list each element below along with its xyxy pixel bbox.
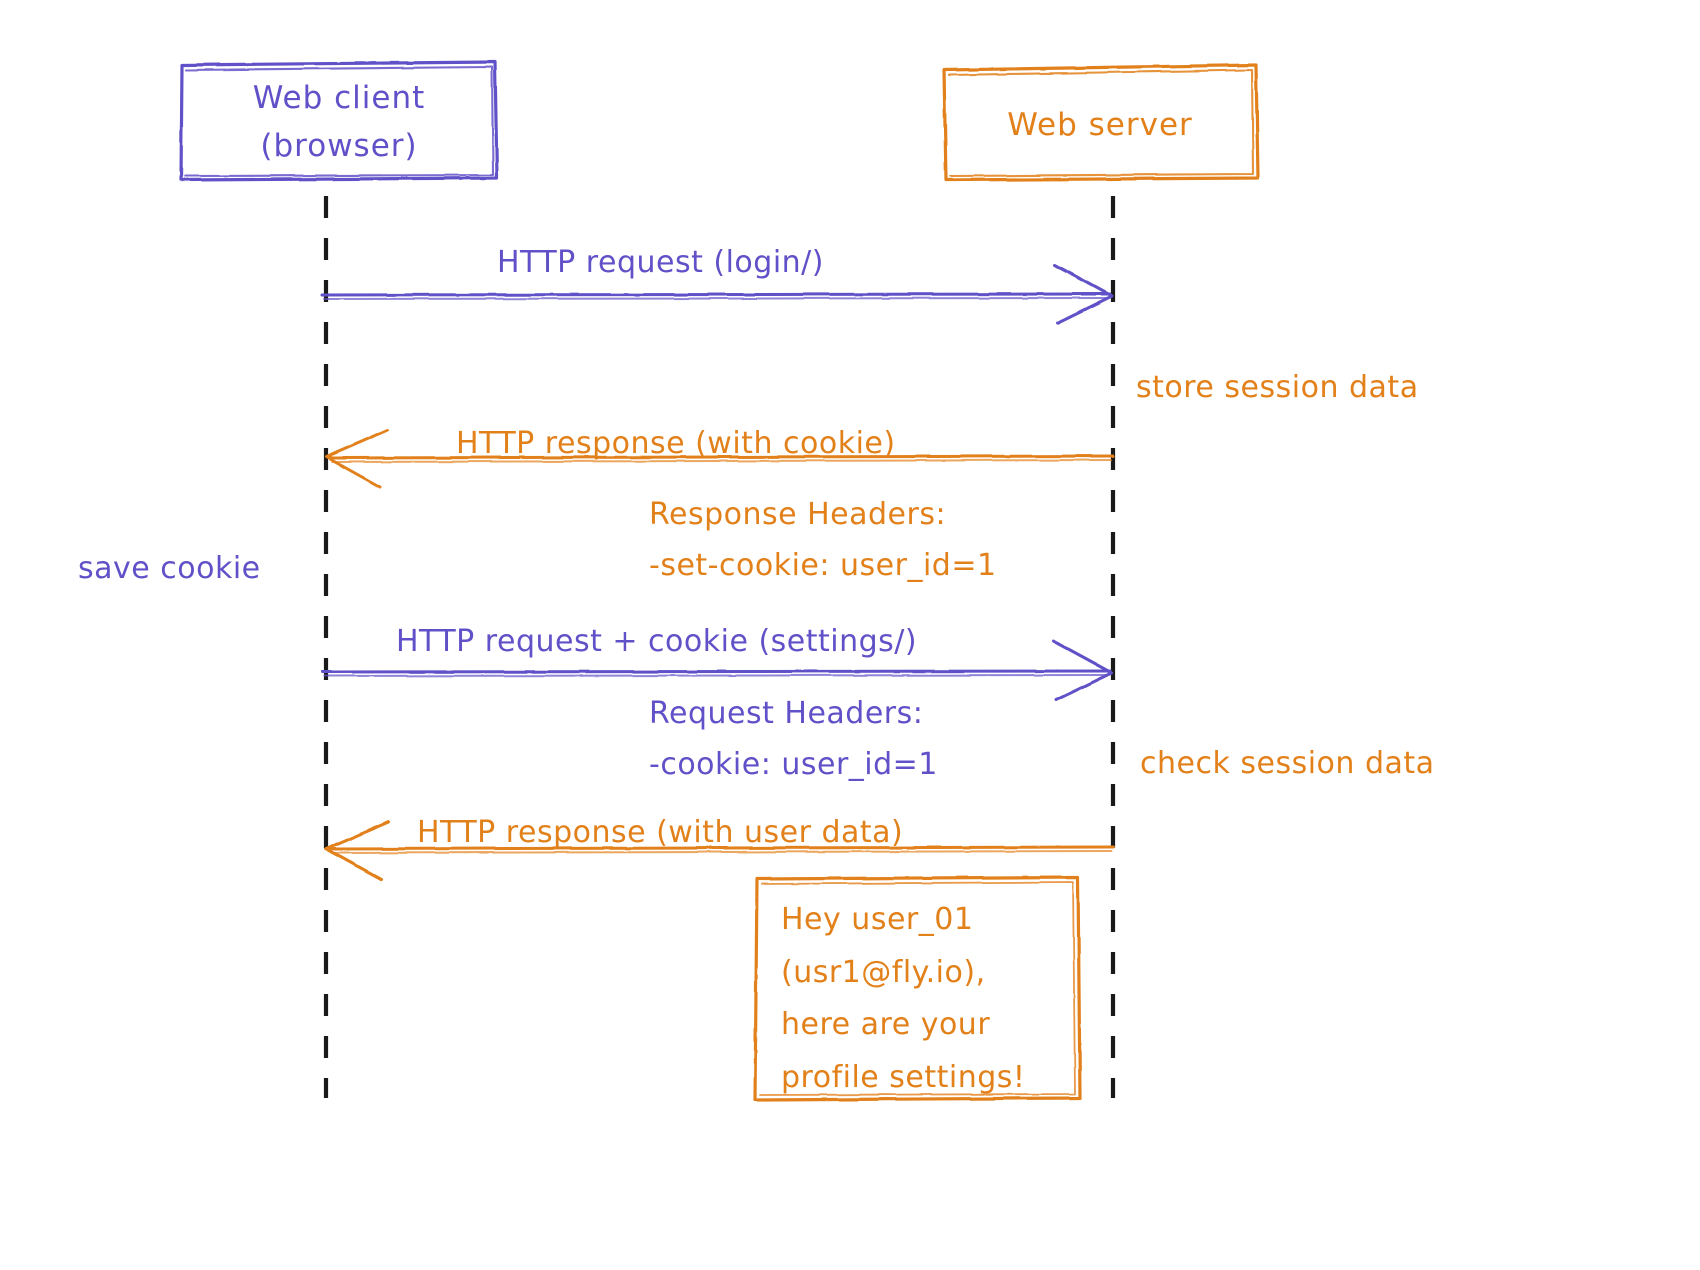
payload-line-3: here are your <box>781 1007 991 1042</box>
request-headers-block: Request Headers: -cookie: user_id=1 <box>649 694 938 784</box>
response-headers-title: Response Headers: <box>649 497 947 532</box>
message-label-m3: HTTP request + cookie (settings/) <box>396 624 918 659</box>
payload-box-text: Hey user_01 (usr1@fly.io), here are your… <box>781 898 1081 1099</box>
participant-label-client: Web client (browser) <box>182 78 496 167</box>
message-label-m2: HTTP response (with cookie) <box>456 426 896 461</box>
response-headers-set-cookie: -set-cookie: user_id=1 <box>649 547 997 583</box>
request-headers-cookie: -cookie: user_id=1 <box>649 746 938 782</box>
payload-line-1: Hey user_01 <box>781 902 974 937</box>
participant-label-client-line2: (browser) <box>260 127 418 164</box>
participant-label-server-line1: Web server <box>1007 107 1193 143</box>
participant-box-server[interactable] <box>942 63 1260 182</box>
message-arrow-m2[interactable] <box>324 428 1115 489</box>
request-headers-title: Request Headers: <box>649 696 924 731</box>
participant-box-client[interactable] <box>179 60 499 182</box>
response-headers-block: Response Headers: -set-cookie: user_id=1 <box>649 495 997 585</box>
payload-line-2: (usr1@fly.io), <box>781 954 986 990</box>
note-check-session-data: check session data <box>1140 746 1435 781</box>
payload-line-4: profile settings! <box>781 1059 1026 1095</box>
message-arrow-m4[interactable] <box>324 820 1115 881</box>
note-save-cookie: save cookie <box>78 551 261 586</box>
participant-label-client-line1: Web client <box>252 80 426 116</box>
message-label-m4: HTTP response (with user data) <box>417 815 904 850</box>
message-arrow-m1[interactable] <box>320 263 1114 325</box>
message-arrow-m3[interactable] <box>320 639 1114 702</box>
message-label-m1: HTTP request (login/) <box>497 245 824 280</box>
note-store-session-data: store session data <box>1136 370 1419 405</box>
payload-box-outline <box>753 875 1082 1102</box>
participant-label-server: Web server <box>944 105 1256 146</box>
